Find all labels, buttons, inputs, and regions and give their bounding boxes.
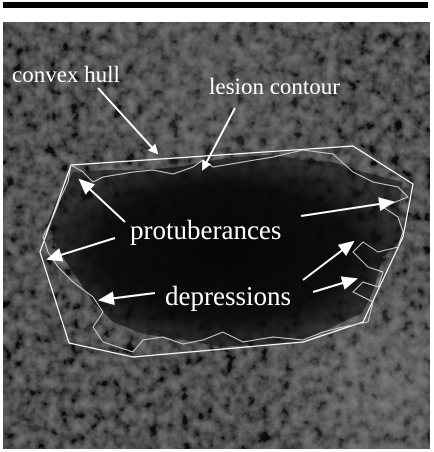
label-depressions: depressions (165, 283, 291, 310)
ultrasound-image: convex hull lesion contour protuberances… (3, 22, 430, 449)
top-rule (3, 2, 428, 8)
label-convex-hull: convex hull (12, 63, 120, 86)
label-lesion-contour: lesion contour (209, 75, 340, 98)
label-protuberances: protuberances (130, 217, 281, 244)
